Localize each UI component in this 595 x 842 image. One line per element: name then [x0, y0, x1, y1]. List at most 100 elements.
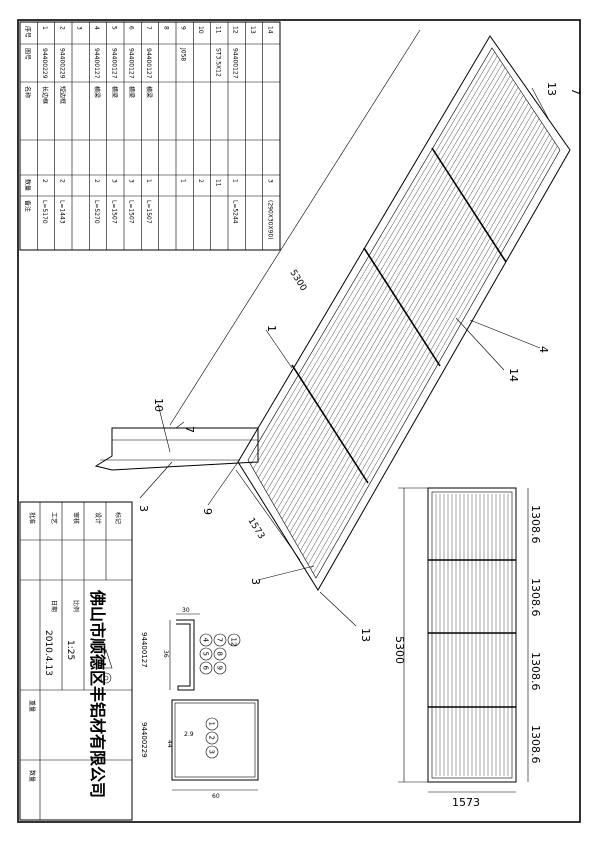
- bom-cell-no: 8: [162, 26, 169, 30]
- section-2-code: 94400229: [140, 722, 148, 758]
- bom-cell-no: 10: [197, 26, 204, 34]
- bom-header-code: 图号: [24, 48, 31, 60]
- title-block-label: 审核: [72, 512, 80, 524]
- company-name: 佛山市顺德区丰铝材有限公司: [88, 589, 107, 798]
- callout-1: 1: [265, 325, 278, 332]
- part-circle: [213, 633, 227, 647]
- part-circle: [213, 647, 227, 661]
- callout-9: 9: [201, 508, 214, 515]
- bom-cell-qty: 2: [41, 179, 48, 183]
- part-circle-label: 8: [216, 652, 224, 656]
- title-block-label: 重量: [28, 700, 36, 712]
- part-circle-label: 9: [216, 666, 224, 670]
- bom-cell-note: (290X30X90): [266, 200, 273, 240]
- part-circle-label: 4: [202, 638, 210, 643]
- isometric-view: 5300 1573: [94, 29, 571, 627]
- part-circle-label: 12: [230, 638, 238, 647]
- bom-cell-no: 12: [232, 26, 239, 34]
- part-circle: [199, 661, 213, 675]
- part-circle-label: 5: [202, 652, 210, 656]
- bom-cell-code: 94400127: [232, 48, 239, 79]
- dim-total-length: 5300: [393, 636, 406, 664]
- bom-cell-name: 横梁: [128, 86, 136, 98]
- part-circle-label: 2: [208, 736, 216, 740]
- title-block-label: 工艺: [50, 512, 58, 524]
- bom-cell-note: L=5244: [232, 200, 239, 224]
- bom-cell-name: 横梁: [93, 86, 101, 98]
- bom-cell-code: 94400127: [93, 48, 100, 79]
- bom-table: 序号图号名称数量备注194400229长边框2L=5170294400229短边…: [19, 21, 281, 251]
- section-1-code: 94400127: [140, 632, 148, 668]
- bom-cell-no: 1: [41, 26, 48, 30]
- dim-module-1: 1308.6: [529, 505, 542, 544]
- bom-cell-name: 横梁: [110, 86, 118, 98]
- dim-iso-width: 1573: [245, 516, 266, 541]
- bom-cell-no: 5: [110, 26, 117, 30]
- bom-cell-name: 短边框: [58, 86, 66, 104]
- bom-cell-note: L=5170: [41, 200, 48, 224]
- bom-cell-note: L=5270: [93, 200, 100, 224]
- scale-value: 1:25: [65, 640, 75, 660]
- bom-cell-qty: 11: [214, 179, 221, 187]
- bom-header-no: 序号: [24, 26, 32, 38]
- callout-3b: 3: [249, 578, 262, 585]
- bom-cell-qty: 2: [197, 179, 204, 183]
- part-circle: [227, 633, 241, 647]
- bom-cell-code: 94400229: [58, 48, 65, 79]
- bom-cell-qty: 1: [145, 179, 152, 183]
- bom-cell-qty: 3: [110, 179, 117, 183]
- plan-view: 5300 1308.6 1308.6 1308.6 1308.6 1573: [393, 487, 542, 809]
- bom-cell-qty: 3: [266, 179, 273, 183]
- bom-cell-code: J058: [180, 47, 187, 61]
- bom-cell-no: 6: [128, 26, 135, 30]
- title-block-label: 批准: [28, 512, 36, 524]
- part-circle: [205, 745, 219, 759]
- bom-cell-no: 7: [145, 26, 152, 30]
- drawing-frame: [17, 19, 581, 823]
- callout-7b: 7: [183, 426, 196, 433]
- title-block-label: 比例: [72, 600, 80, 612]
- svg-text:30: 30: [182, 607, 190, 614]
- svg-text:2.9: 2.9: [184, 731, 194, 738]
- callout-13b: 13: [359, 628, 372, 642]
- projection-symbol-icon: [99, 649, 113, 684]
- bom-cell-code: 94400127: [145, 48, 152, 79]
- bom-cell-qty: 2: [93, 179, 100, 183]
- bom-cell-qty: 3: [128, 179, 135, 183]
- title-block-label: 日期: [50, 600, 58, 612]
- callouts: 1 3 3 4 7 7 9 10 13 13 14: [137, 82, 582, 642]
- dim-module-3: 1308.6: [529, 652, 542, 691]
- bom-cell-qty: 2: [58, 179, 65, 183]
- part-circle: [205, 731, 219, 745]
- bom-cell-note: L=1507: [110, 200, 117, 224]
- part-circle: [205, 717, 219, 731]
- svg-text:60: 60: [212, 793, 220, 800]
- part-circle: [213, 661, 227, 675]
- part-circle-label: 1: [208, 722, 216, 726]
- bom-cell-no: 9: [180, 26, 187, 30]
- bom-cell-no: 4: [93, 26, 100, 30]
- date-value: 2010.4.13: [43, 630, 53, 676]
- callout-3a: 3: [137, 505, 150, 512]
- bom-cell-no: 11: [214, 26, 221, 34]
- callout-4: 4: [537, 346, 550, 353]
- bom-cell-note: L=1443: [58, 200, 65, 224]
- part-circle-label: 6: [202, 666, 210, 671]
- bom-cell-code: 94400127: [110, 48, 117, 79]
- bom-cell-note: L=1507: [128, 200, 135, 224]
- bom-cell-qty: 1: [232, 179, 239, 183]
- bom-cell-note: L=1507: [145, 200, 152, 224]
- dim-module-2: 1308.6: [529, 578, 542, 617]
- bom-header-qty: 数量: [24, 179, 32, 191]
- title-block-label: 数量: [28, 770, 36, 782]
- callout-14: 14: [507, 368, 520, 382]
- part-circle: [199, 633, 213, 647]
- bom-cell-name: 横梁: [145, 86, 153, 98]
- bom-cell-no: 14: [266, 26, 273, 34]
- dim-iso-length: 5300: [287, 268, 308, 293]
- dim-module-4: 1308.6: [529, 725, 542, 764]
- svg-text:36: 36: [162, 650, 169, 658]
- bom-cell-no: 3: [76, 26, 83, 30]
